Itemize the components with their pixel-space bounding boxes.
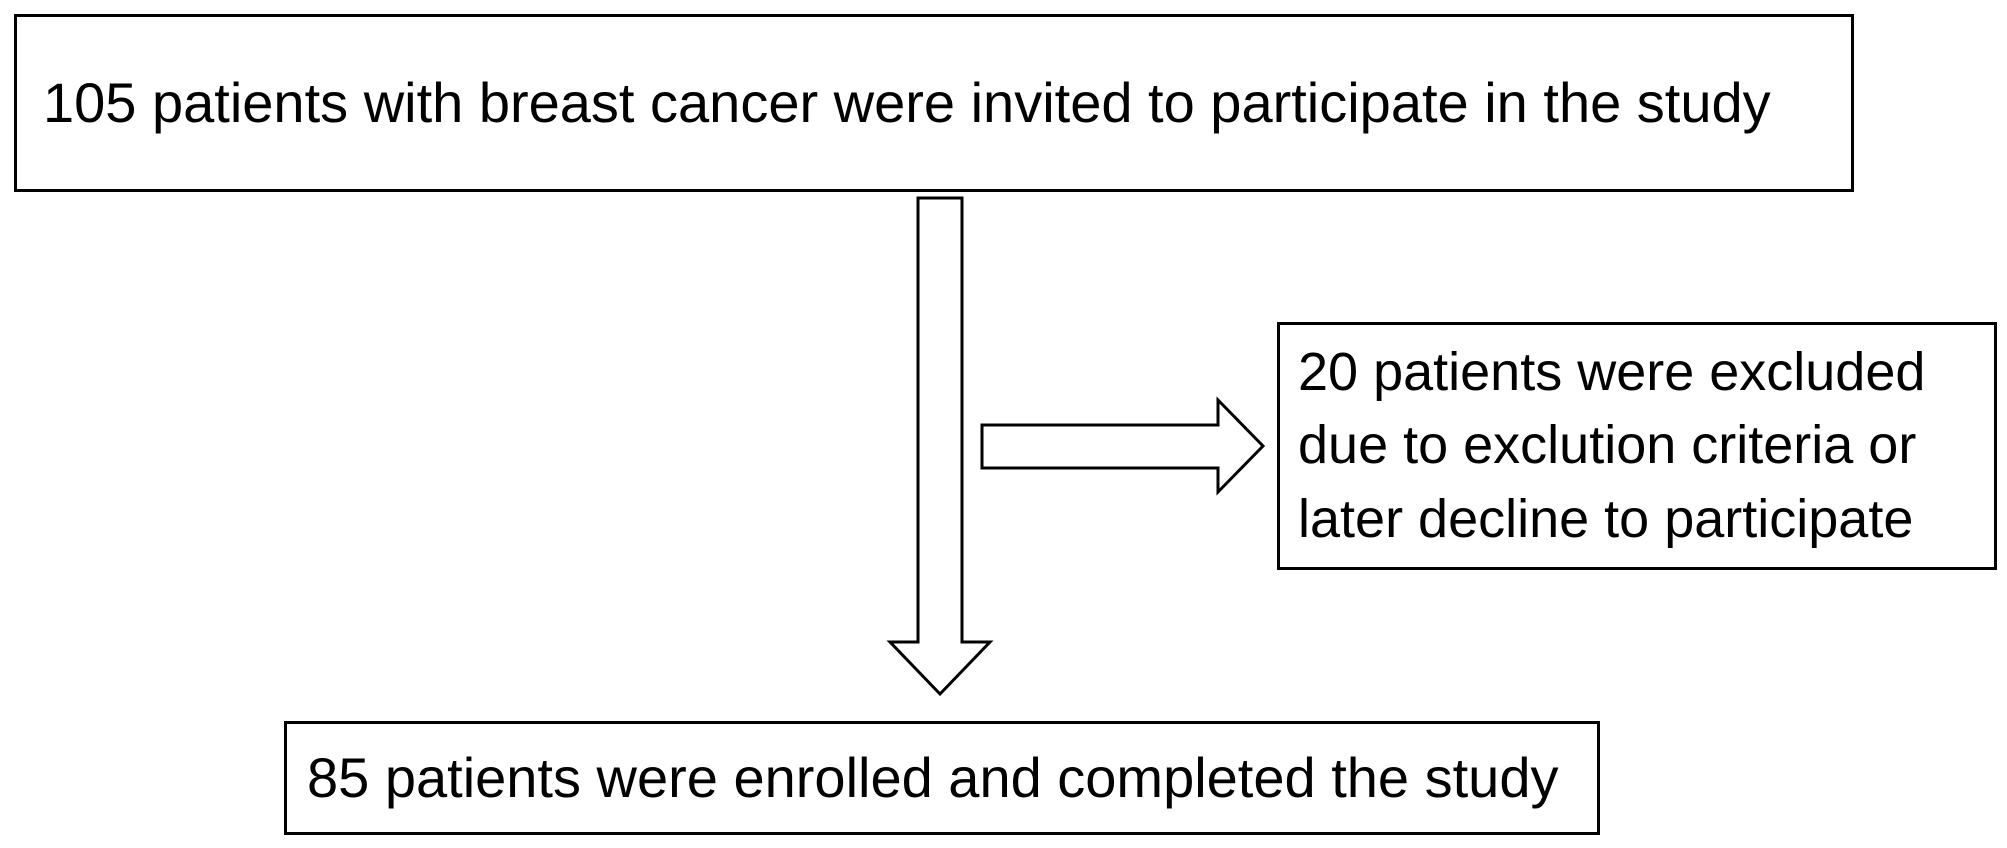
enrolled-patients-text: 85 patients were enrolled and completed … (307, 746, 1559, 809)
invited-patients-box: 105 patients with breast cancer were inv… (14, 14, 1854, 192)
enrolled-patients-box: 85 patients were enrolled and completed … (284, 721, 1600, 835)
right-arrow (980, 396, 1266, 496)
excluded-patients-box: 20 patients were excluded due to excluti… (1277, 322, 1997, 570)
excluded-patients-text: 20 patients were excluded due to excluti… (1298, 341, 1926, 549)
down-arrow (886, 196, 994, 697)
invited-patients-text: 105 patients with breast cancer were inv… (43, 71, 1771, 134)
